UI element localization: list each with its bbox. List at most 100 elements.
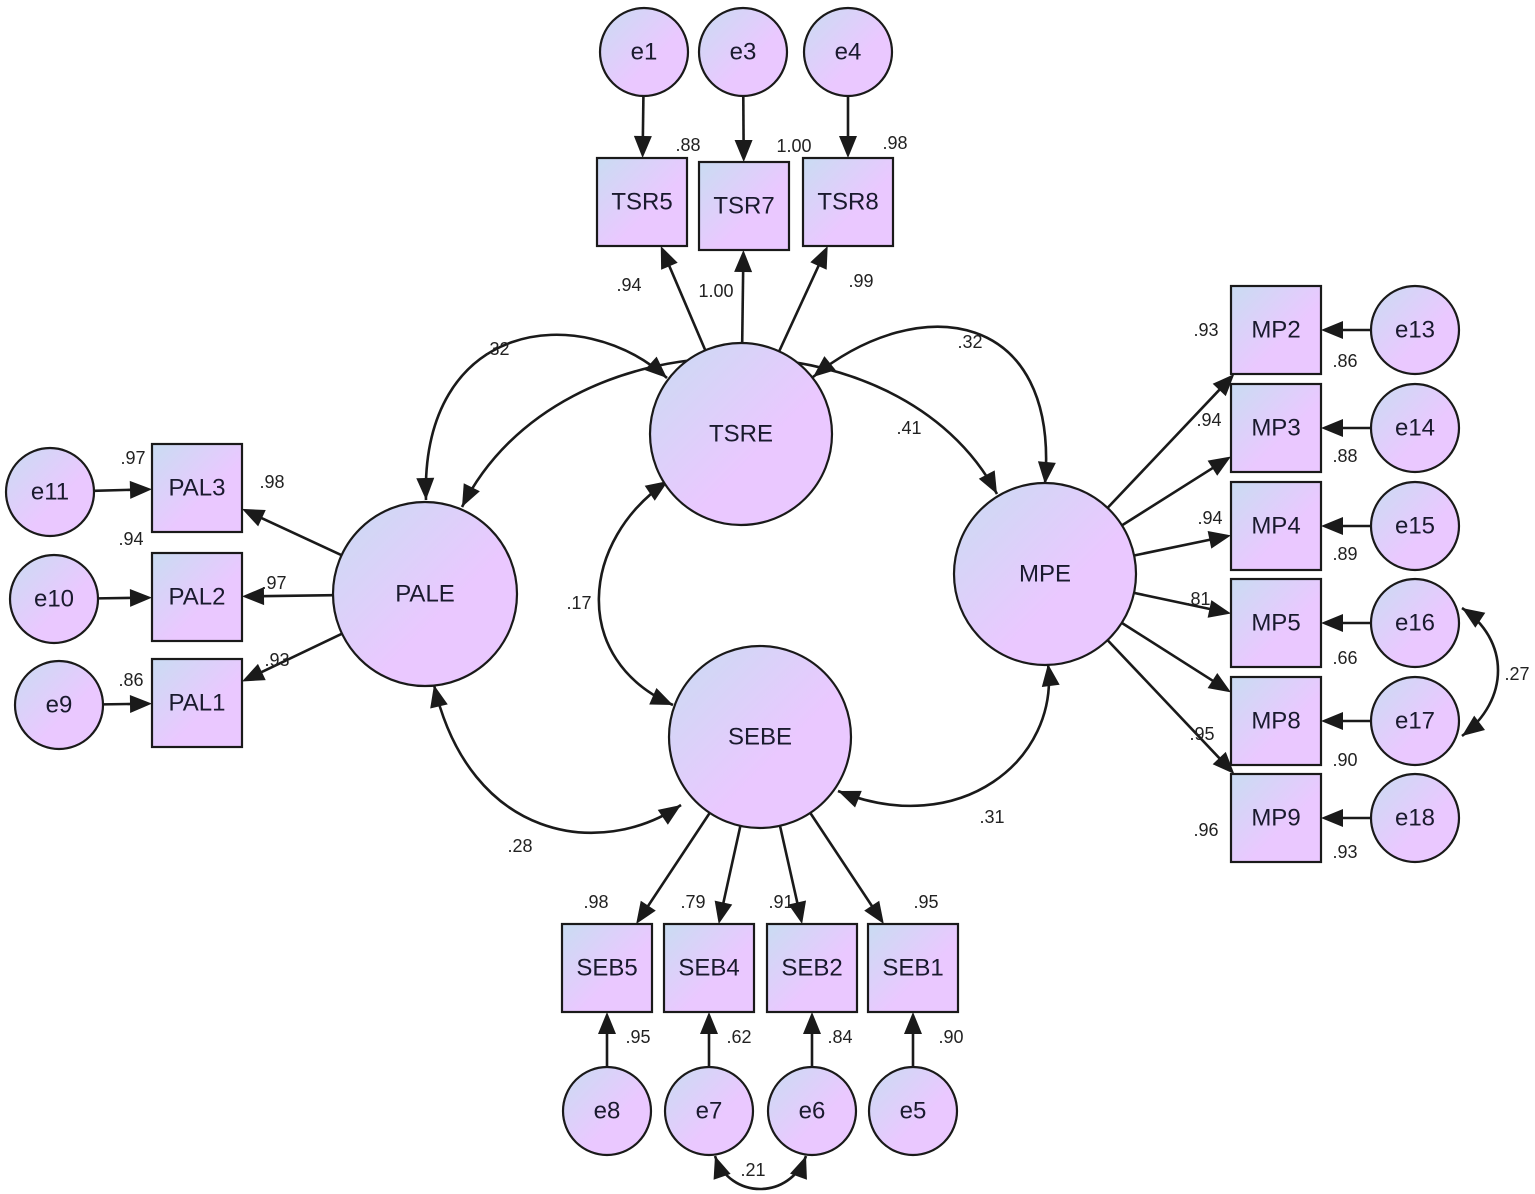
error-e3-circle [697,6,789,98]
loading-pale-pal1-arrowhead [242,663,266,682]
error-e14-circle [1369,382,1461,474]
covariance-pale-sebe-value: .28 [507,836,532,856]
error-e11-label: e11 [31,478,69,505]
loading-mpe-mp9 [1106,639,1223,762]
error-e6-circle [766,1065,858,1157]
observed-pal3-label: PAL3 [169,474,226,501]
path-e1-to-tsr5 [641,95,645,141]
observed-tsr8-box [801,156,895,248]
loading-mpe-mp3 [1121,464,1217,527]
loading-value-tsr8: .99 [848,271,873,291]
observed-mp8-label: MP8 [1251,707,1300,734]
error-e3: e3 [697,6,789,98]
error-e4-label: e4 [835,38,862,65]
r-squared-tsr7: 1.00 [776,136,811,156]
path-e10-to-pal2-arrowhead [129,588,152,607]
covariance-tsre-sebe-arrowhead-a [644,481,668,501]
loading-value-seb2: .91 [768,892,793,912]
loading-tsre-tsr5-arrowhead [660,246,678,270]
error-e3-label: e3 [730,38,757,65]
observed-mp8-box [1229,675,1323,767]
observed-seb5-label: SEB5 [576,954,637,981]
covariance-e7-e6-arrowhead-b [790,1156,807,1180]
observed-mp3-box [1229,382,1323,474]
latent-sebe-label: SEBE [728,723,792,750]
covariance-pale-mpe-value: .41 [896,418,921,438]
loading-sebe-seb5-arrowhead [636,900,656,924]
loading-value-mp5: .81 [1185,589,1210,609]
observed-mp3-label: MP3 [1251,414,1300,441]
observed-mp3: MP3 [1229,382,1323,474]
observed-tsr7-label: TSR7 [713,192,774,219]
paths-layer [93,95,1500,1191]
loading-pale-pal3-arrowhead [242,508,266,527]
error-e13: e13 [1369,284,1461,376]
covariance-e16-e17-value: .27 [1504,664,1529,684]
path-e9-to-pal1-arrowhead [129,694,152,713]
covariance-e7-e6-arrowhead-a [713,1156,731,1180]
error-e8-label: e8 [594,1097,621,1124]
path-e10-to-pal2 [97,596,135,600]
covariance-tsre-sebe [597,479,674,707]
covariance-pale-mpe-arrowhead-b [978,470,997,494]
loading-mpe-mp4-arrowhead [1207,531,1231,549]
observed-mp9-label: MP9 [1251,804,1300,831]
error-e13-circle [1369,284,1461,376]
error-e7: e7 [663,1065,755,1157]
path-e8-to-seb5-arrowhead [598,1012,616,1034]
observed-mp4-box [1229,480,1323,572]
error-e6: e6 [766,1065,858,1157]
path-e5-to-seb1-arrowhead [904,1012,922,1034]
observed-mp4: MP4 [1229,480,1323,572]
loading-value-seb4: .79 [680,892,705,912]
loading-pale-pal2-arrowhead [242,587,265,606]
covariance-pale-tsre-arrowhead-a [416,477,435,500]
error-e10-label: e10 [34,585,74,612]
loading-tsre-tsr7-arrowhead [734,250,753,273]
loading-sebe-seb2-arrowhead [788,900,807,924]
loading-value-pal2: .97 [261,573,286,593]
covariance-pale-mpe-arrowhead-a [462,483,480,507]
error-e1-circle [598,6,690,98]
covariance-pale-tsre-value: .32 [484,339,509,359]
loading-value-seb5: .98 [583,892,608,912]
r-squared-seb5: .95 [625,1027,650,1047]
observed-seb5: SEB5 [560,922,654,1014]
error-e15-circle [1369,480,1461,572]
error-e8: e8 [561,1065,653,1157]
latent-pale-label: PALE [395,580,455,607]
latent-sebe-circle [667,644,853,830]
r-squared-mp8: .90 [1332,750,1357,770]
r-squared-tsr5: .88 [675,135,700,155]
error-e7-label: e7 [696,1097,723,1124]
path-e11-to-pal3-arrowhead [129,480,152,499]
error-e9: e9 [13,659,105,751]
covariance-tsre-mpe-arrowhead-a [813,356,836,377]
r-squared-seb2: .84 [827,1027,852,1047]
covariance-tsre-sebe-value: .17 [566,593,591,613]
r-squared-mp3: .88 [1332,446,1357,466]
latent-pale-circle [331,500,519,688]
r-squared-mp2: .86 [1332,351,1357,371]
error-e16-circle [1369,577,1461,669]
loading-value-mp3: .94 [1196,410,1221,430]
error-e1-label: e1 [631,38,658,65]
covariance-e7-e6-value: .21 [740,1160,765,1180]
loading-sebe-seb2 [778,825,800,907]
error-e4: e4 [802,6,894,98]
covariance-sebe-mpe [837,663,1051,808]
loading-mpe-mp2-arrowhead [1212,374,1235,397]
error-e10-circle [8,553,100,645]
observed-pal3-box [150,442,244,534]
observed-seb5-box [560,922,654,1014]
path-e11-to-pal3 [93,488,135,493]
loading-tsre-tsr5 [666,262,707,351]
latent-tsre-label: TSRE [709,420,773,447]
loading-value-tsr5: .94 [616,275,641,295]
path-e1-to-tsr5-arrowhead [633,135,652,158]
covariance-tsre-mpe-arrowhead-b [1037,461,1056,484]
r-squared-pal1: .86 [118,670,143,690]
observed-pal2: PAL2 [150,551,244,643]
covariance-sebe-mpe-arrowhead-a [838,790,862,808]
